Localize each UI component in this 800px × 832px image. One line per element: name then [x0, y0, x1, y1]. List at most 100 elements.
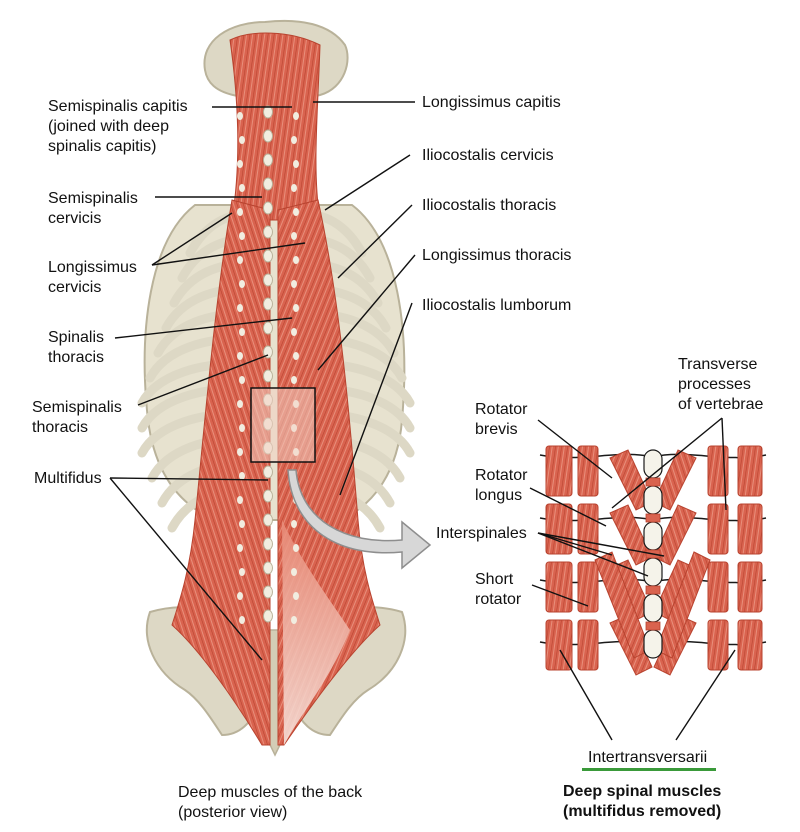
intertransversarii-muscle	[577, 619, 599, 671]
spinous-process	[263, 585, 273, 599]
transverse-process	[291, 376, 297, 384]
label-rotator-brevis: Rotator brevis	[475, 401, 528, 438]
leader-multifidus-b	[109, 477, 263, 661]
intertransversarii-muscle	[737, 619, 763, 671]
transverse-process	[293, 352, 299, 360]
leader-longissimus-thoracis	[317, 254, 416, 371]
neck-muscles	[229, 32, 321, 221]
spinous-process	[263, 345, 273, 359]
transverse-process	[239, 520, 245, 528]
intertransversarii-muscle	[737, 445, 763, 497]
transverse-process	[239, 424, 245, 432]
spinous-process	[263, 513, 273, 527]
caption-inset: Deep spinal muscles (multifidus removed)	[563, 783, 722, 820]
transverse-process	[237, 544, 243, 552]
leader-transverse-b	[721, 417, 727, 511]
label-longissimus-thoracis: Longissimus thoracis	[422, 247, 572, 264]
transverse-process	[237, 448, 243, 456]
leader-rotator-longus	[529, 487, 607, 527]
inset-spinous-process	[643, 485, 663, 515]
label-iliocostalis-thoracis: Iliocostalis thoracis	[422, 197, 557, 214]
spinous-process	[263, 177, 273, 191]
transverse-process	[291, 280, 297, 288]
label-semispinalis-cervicis: Semispinalis cervicis	[48, 190, 138, 227]
intertransversarii-muscle	[577, 561, 599, 613]
label-intertransversarii: Intertransversarii	[588, 749, 708, 766]
transverse-process	[293, 112, 299, 120]
leader-interspinales-a	[537, 532, 613, 556]
leader-iliocostalis-thoracis	[337, 204, 413, 279]
leader-multifidus-a	[109, 477, 269, 481]
intertransversarii-muscle	[707, 503, 729, 555]
label-iliocostalis-cervicis: Iliocostalis cervicis	[422, 147, 554, 164]
transverse-process	[239, 328, 245, 336]
leader-iliocostalis-lumborum	[339, 302, 413, 496]
transverse-process	[293, 208, 299, 216]
transverse-process	[293, 160, 299, 168]
leader-lines	[109, 101, 736, 741]
leader-transverse-a	[611, 417, 723, 509]
spinous-process	[263, 537, 273, 551]
spinous-process	[263, 225, 273, 239]
inset-figure	[539, 440, 767, 676]
label-semispinalis-thoracis: Semispinalis thoracis	[32, 399, 122, 436]
interspinales-muscle	[645, 477, 661, 487]
leader-short-rotator	[531, 584, 589, 607]
leader-longissimus-cervicis-a	[151, 212, 233, 266]
leader-iliocostalis-cervicis	[324, 154, 411, 211]
left-erector-column	[171, 199, 271, 746]
interspinales-muscle	[645, 621, 661, 631]
intertransversarii-muscle	[545, 503, 573, 555]
transverse-process	[239, 280, 245, 288]
label-longissimus-capitis: Longissimus capitis	[422, 94, 561, 111]
transverse-process	[237, 304, 243, 312]
spinous-process	[263, 561, 273, 575]
spinous-process	[263, 273, 273, 287]
inset-spinous-process	[643, 521, 663, 551]
label-transverse-processes: Transverse processes of vertebrae	[678, 356, 764, 413]
label-interspinales: Interspinales	[436, 525, 527, 542]
main-back-figure	[137, 19, 432, 757]
deep-spinal-muscles-inset	[539, 440, 767, 676]
intertransversarii-muscle	[737, 561, 763, 613]
transverse-process	[291, 136, 297, 144]
label-rotator-longus: Rotator longus	[475, 467, 528, 504]
magnify-arrow	[287, 469, 432, 570]
transverse-process	[291, 184, 297, 192]
intertransversarii-muscle	[737, 503, 763, 555]
leader-interspinales-c	[537, 532, 665, 557]
inset-spinous-process	[643, 557, 663, 587]
transverse-process	[237, 496, 243, 504]
transverse-process	[291, 520, 297, 528]
caption-main: Deep muscles of the back (posterior view…	[178, 784, 363, 821]
spinous-process	[263, 321, 273, 335]
leader-intertransversarii-a	[559, 649, 613, 741]
transverse-process	[239, 568, 245, 576]
transverse-process	[239, 472, 245, 480]
transverse-process	[237, 592, 243, 600]
transverse-process	[293, 544, 299, 552]
transverse-process	[237, 352, 243, 360]
intertransversarii-muscle	[577, 445, 599, 497]
transverse-process	[293, 592, 299, 600]
transverse-process	[237, 256, 243, 264]
transverse-process	[239, 232, 245, 240]
spinous-process	[263, 297, 273, 311]
intertransversarii-underline	[582, 768, 716, 771]
transverse-process	[291, 616, 297, 624]
spinous-process	[263, 369, 273, 383]
transverse-process	[239, 136, 245, 144]
intertransversarii-muscle	[707, 619, 729, 671]
transverse-process	[293, 256, 299, 264]
spinous-process	[263, 489, 273, 503]
transverse-process	[293, 304, 299, 312]
interspinales-muscle	[645, 513, 661, 523]
intertransversarii-muscle	[707, 561, 729, 613]
intertransversarii-muscle	[545, 619, 573, 671]
transverse-process	[239, 184, 245, 192]
lumbar-aponeurosis	[282, 520, 350, 745]
leader-semispinalis-thoracis	[137, 354, 269, 406]
spinous-process	[263, 201, 273, 215]
label-iliocostalis-lumborum: Iliocostalis lumborum	[422, 297, 572, 314]
